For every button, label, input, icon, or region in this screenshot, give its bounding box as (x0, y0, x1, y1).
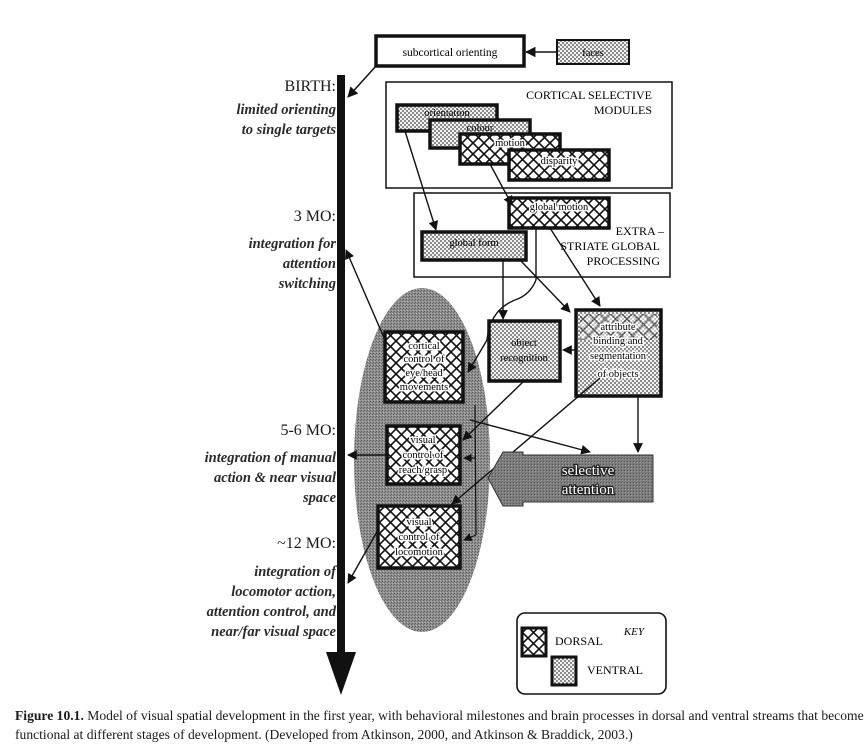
milestone-5-6mo-description: integration of manual action & near visu… (204, 450, 336, 506)
diagram-canvas: subcortical orienting faces CORTICAL SEL… (326, 34, 673, 695)
timeline-arrowhead-icon (326, 652, 356, 695)
svg-text:locomotion: locomotion (395, 547, 444, 558)
milestone-3mo-description: integration for attention switching (248, 236, 336, 292)
svg-text:binding and: binding and (593, 336, 644, 347)
object-recognition-box: object recognition (487, 319, 562, 383)
svg-text:segmentation: segmentation (590, 351, 647, 362)
svg-text:cortical: cortical (408, 341, 440, 352)
global-motion-box: global motion (507, 196, 611, 230)
svg-text:motion: motion (495, 138, 526, 149)
svg-text:selective: selective (562, 463, 615, 479)
svg-text:reach/grasp: reach/grasp (399, 465, 447, 476)
svg-text:visual: visual (406, 517, 431, 528)
svg-text:KEY: KEY (623, 626, 646, 638)
subcortical-orienting-box: subcortical orienting (374, 34, 526, 68)
svg-text:EXTRA –: EXTRA – (616, 224, 665, 238)
svg-text:object: object (511, 338, 537, 349)
svg-text:movements: movements (400, 382, 448, 393)
svg-text:global motion: global motion (530, 202, 589, 213)
reach-grasp-control-box: visual control of reach/grasp (385, 424, 462, 486)
svg-text:faces: faces (582, 48, 604, 59)
timeline-axis (326, 75, 356, 695)
milestone-3mo-title: 3 MO: (293, 208, 336, 225)
svg-text:CORTICAL SELECTIVE: CORTICAL SELECTIVE (526, 88, 652, 102)
svg-text:control of: control of (403, 354, 445, 365)
svg-text:DORSAL: DORSAL (555, 634, 603, 648)
svg-text:attribute: attribute (601, 322, 636, 333)
locomotion-control-box: visual control of locomotion (376, 504, 462, 570)
svg-text:of objects: of objects (597, 369, 638, 380)
svg-text:attention: attention (562, 482, 615, 498)
milestone-12mo-title: ~12 MO: (277, 535, 336, 552)
disparity-module: disparity (507, 148, 611, 182)
figure-caption-text: Model of visual spatial development in t… (15, 708, 864, 742)
attribute-binding-box: attribute binding and segmentation of ob… (574, 308, 663, 398)
svg-text:orientation: orientation (424, 108, 470, 119)
svg-text:global form: global form (449, 238, 498, 249)
svg-text:visual: visual (410, 435, 435, 446)
svg-text:eye/head: eye/head (405, 368, 443, 379)
cortical-selective-modules-group: CORTICAL SELECTIVE MODULES orientation c… (385, 81, 673, 189)
figure-caption: Figure 10.1. Model of visual spatial dev… (15, 706, 865, 744)
milestone-birth-title: BIRTH: (284, 78, 336, 95)
eye-head-control-box: cortical control of eye/head movements (383, 330, 465, 404)
svg-text:disparity: disparity (541, 156, 578, 167)
milestone-12mo-description: integration of locomotor action, attenti… (206, 564, 336, 640)
ventral-swatch (550, 655, 578, 687)
svg-text:PROCESSING: PROCESSING (587, 254, 661, 268)
milestone-5-6mo-title: 5-6 MO: (280, 422, 336, 439)
legend-key: KEY DORSAL VENTRAL (516, 612, 667, 695)
svg-text:VENTRAL: VENTRAL (587, 663, 643, 677)
svg-text:recognition: recognition (500, 353, 549, 364)
svg-text:subcortical orienting: subcortical orienting (403, 47, 498, 59)
svg-text:control of: control of (398, 532, 440, 543)
svg-text:control of: control of (402, 450, 444, 461)
global-form-box: global form (420, 230, 528, 262)
selective-attention-box: selective attention (487, 451, 654, 507)
figure-label: Figure 10.1. (15, 708, 84, 723)
svg-text:STRIATE GLOBAL: STRIATE GLOBAL (560, 239, 660, 253)
svg-text:MODULES: MODULES (594, 103, 652, 117)
dorsal-swatch (520, 626, 548, 658)
extrastriate-global-processing-group: EXTRA – STRIATE GLOBAL PROCESSING global… (413, 192, 671, 278)
faces-box: faces (556, 39, 630, 65)
milestone-birth-description: limited orienting to single targets (236, 102, 337, 138)
svg-text:colour: colour (467, 123, 494, 134)
